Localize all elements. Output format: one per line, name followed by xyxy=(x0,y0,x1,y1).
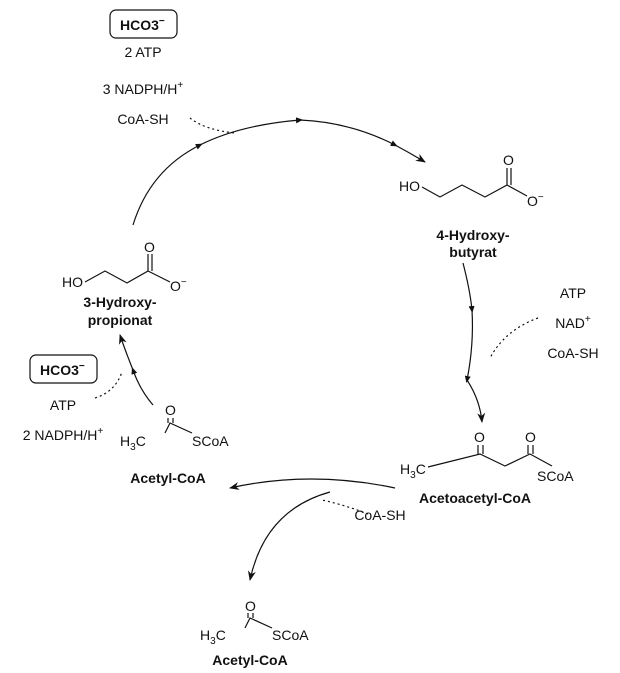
reaction-arrow-to-hydroxybutyrate xyxy=(394,144,426,163)
atom-label: SCoA xyxy=(192,433,229,449)
atom-label: O xyxy=(245,598,256,614)
atom-label: O− xyxy=(170,277,187,294)
compound-acetyl-coa-bottom: O H3C SCoA Acetyl-CoA xyxy=(200,598,309,668)
compound-name: propionat xyxy=(88,312,153,328)
bicarbonate-label: HCO3− xyxy=(120,16,165,33)
top-cofactors: HCO3− 2 ATP 3 NADPH/H+ CoA-SH xyxy=(103,9,184,127)
atom-label: O− xyxy=(527,192,544,209)
bicarbonate-box xyxy=(29,354,98,384)
compound-name: 4-Hydroxy- xyxy=(436,227,509,243)
reaction-arrow-step xyxy=(131,367,154,406)
bicarbonate-label: HCO3− xyxy=(40,361,85,378)
atom-label: H3C xyxy=(120,433,146,453)
cofactor-input-arrow-right xyxy=(489,317,539,359)
reaction-arrow-to-hydroxypropionate xyxy=(119,334,134,371)
coa-sh-label: CoA-SH xyxy=(354,507,405,523)
atom-label: HO xyxy=(62,274,83,290)
nadph-label: 3 NADPH/H+ xyxy=(103,80,184,97)
right-cofactors: ATP NAD+ CoA-SH xyxy=(547,285,598,361)
atom-label: H3C xyxy=(200,627,226,647)
compound-name: Acetyl-CoA xyxy=(130,470,205,486)
cofactor-input-arrow-top xyxy=(189,117,236,134)
compound-name: butyrat xyxy=(449,244,497,260)
atom-label: O xyxy=(144,239,155,255)
reaction-arrow-step xyxy=(464,309,474,383)
reaction-arrow-to-acetyl-coa-bottom xyxy=(247,491,331,581)
atom-label: O xyxy=(525,429,536,445)
atom-label: SCoA xyxy=(272,627,309,643)
atom-label: O xyxy=(165,402,176,418)
nadph-label: 2 NADPH/H+ xyxy=(23,426,104,443)
atom-label: HO xyxy=(399,178,420,194)
reaction-arrow-step xyxy=(199,117,303,146)
reaction-arrow-step xyxy=(132,143,203,226)
bicarbonate-box xyxy=(109,9,178,39)
compound-acetoacetyl-coa: O O H3C SCoA Acetoacetyl-CoA xyxy=(400,429,574,506)
reaction-arrow-step xyxy=(462,262,475,313)
atom-label: SCoA xyxy=(537,468,574,484)
atp-label: ATP xyxy=(50,397,76,413)
reaction-arrow-to-acetoacetyl-coa xyxy=(466,379,486,423)
coa-sh-label: CoA-SH xyxy=(117,111,168,127)
atom-label: H3C xyxy=(400,461,426,481)
reaction-arrow-step xyxy=(299,119,398,147)
reaction-arrow-to-acetyl-coa xyxy=(229,478,396,490)
cofactor-input-arrow-left xyxy=(94,371,123,399)
coa-sh-label: CoA-SH xyxy=(547,345,598,361)
compound-3-hydroxypropionate: HO O O− 3-Hydroxy- propionat xyxy=(62,239,187,328)
compound-name: 3-Hydroxy- xyxy=(83,294,156,310)
compound-4-hydroxybutyrate: HO O O− 4-Hydroxy- butyrat xyxy=(399,152,544,260)
nad-label: NAD+ xyxy=(555,314,591,331)
compound-acetyl-coa-left: O H3C SCoA Acetyl-CoA xyxy=(120,402,229,486)
atp-label: ATP xyxy=(560,285,586,301)
left-cofactors: HCO3− ATP 2 NADPH/H+ xyxy=(23,354,104,443)
atom-label: O xyxy=(503,152,514,168)
compound-name: Acetoacetyl-CoA xyxy=(419,490,531,506)
atp-label: 2 ATP xyxy=(124,44,161,60)
compound-name: Acetyl-CoA xyxy=(212,652,287,668)
atom-label: O xyxy=(474,429,485,445)
